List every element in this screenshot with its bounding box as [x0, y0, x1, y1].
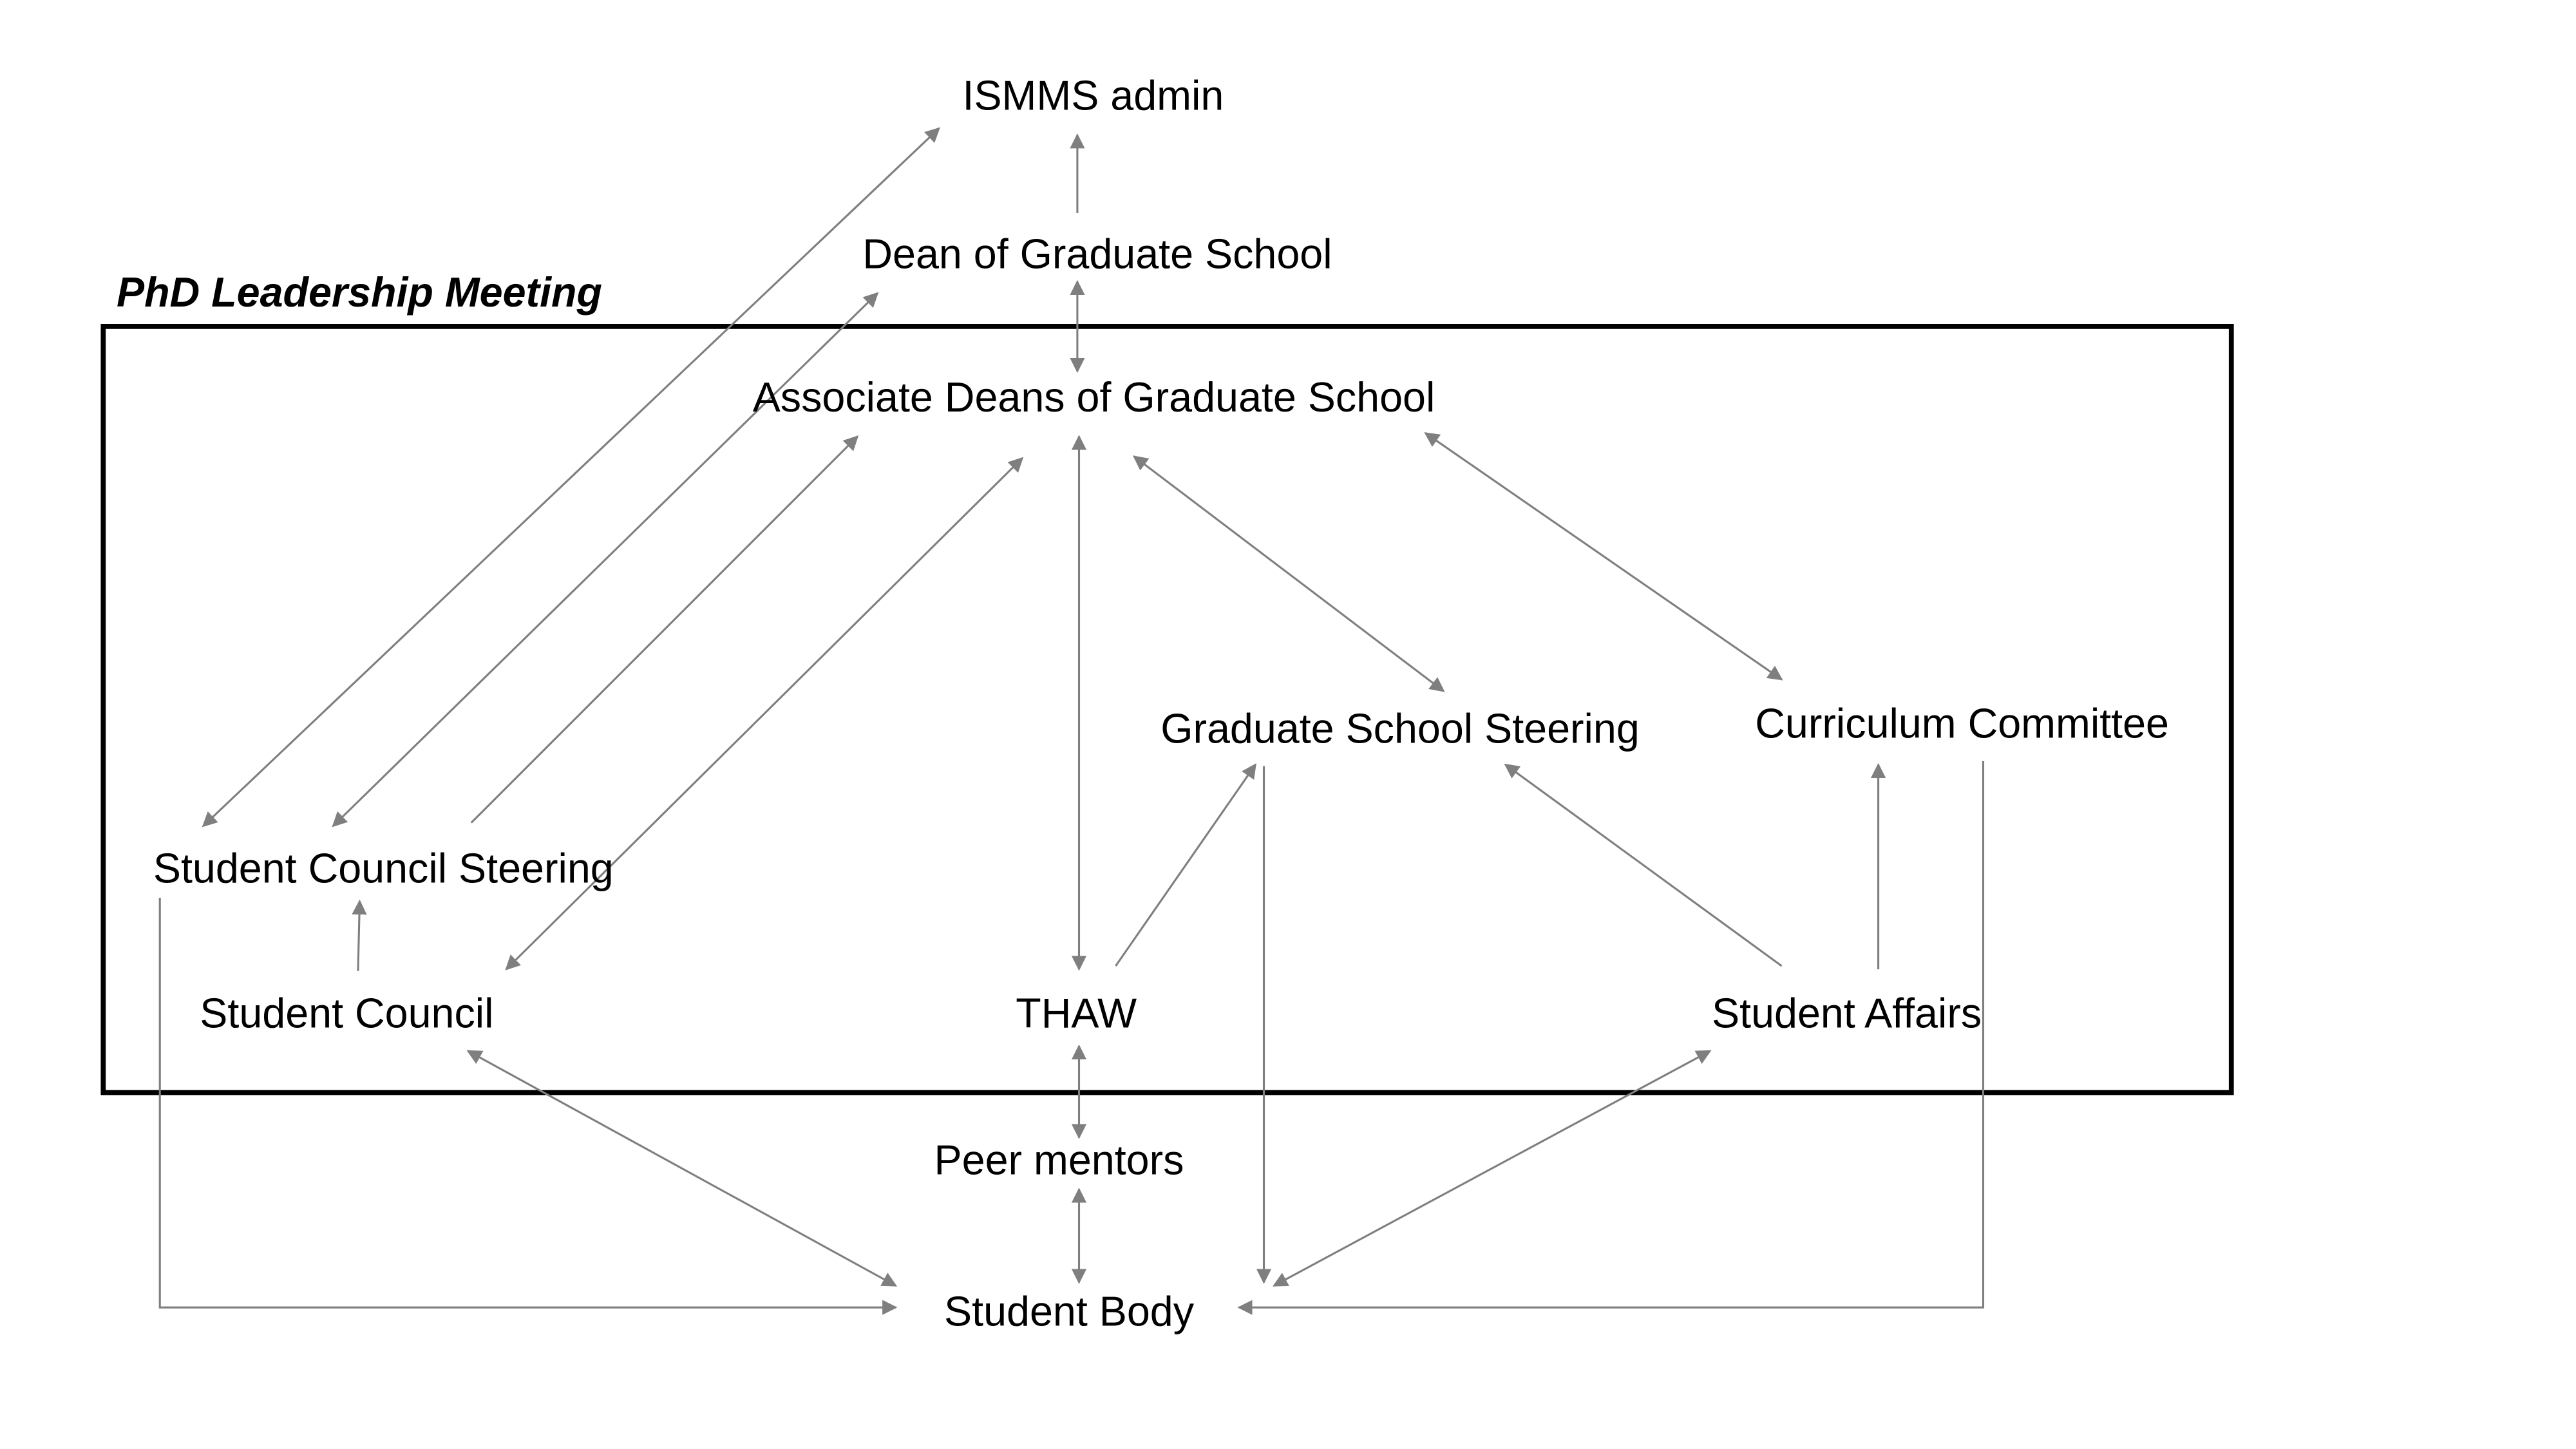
edge-sc-steering-to-student-body	[158, 897, 898, 1315]
edge-sc-steering-to-assoc-deans	[470, 435, 859, 824]
phd-leadership-frame	[100, 324, 2234, 1095]
edge-sc-steering-to-ismms	[202, 127, 940, 828]
node-peer-mentors: Peer mentors	[934, 1136, 1184, 1183]
node-dean-graduate-school: Dean of Graduate School	[862, 230, 1332, 277]
node-associate-deans: Associate Deans of Graduate School	[753, 374, 1435, 421]
node-curriculum-committee: Curriculum Committee	[1755, 700, 2169, 747]
edge-curriculum-to-student-body	[1237, 761, 1985, 1315]
node-student-affairs: Student Affairs	[1712, 990, 1982, 1037]
node-student-council: Student Council	[200, 990, 493, 1037]
edge-thaw-to-grad-steering	[1115, 763, 1256, 967]
node-graduate-school-steering: Graduate School Steering	[1160, 705, 1640, 752]
node-student-body: Student Body	[944, 1288, 1195, 1335]
edge-assoc-deans-to-grad-steering	[1132, 455, 1445, 692]
edge-student-council-to-assoc-deans	[505, 457, 1024, 971]
node-thaw: THAW	[1016, 990, 1137, 1037]
group-label-phd-leadership: PhD Leadership Meeting	[117, 269, 602, 316]
edge-student-affairs-to-grad-steering	[1504, 763, 1783, 967]
node-ismms-admin: ISMMS admin	[963, 72, 1224, 119]
edge-assoc-deans-to-curriculum	[1424, 432, 1783, 681]
node-student-council-steering: Student Council Steering	[153, 845, 614, 892]
edges	[158, 127, 1985, 1315]
edge-student-affairs-to-student-body	[1272, 1050, 1712, 1287]
edge-student-council-to-student-body	[466, 1050, 898, 1287]
edge-student-council-to-sc-steering	[352, 899, 367, 971]
